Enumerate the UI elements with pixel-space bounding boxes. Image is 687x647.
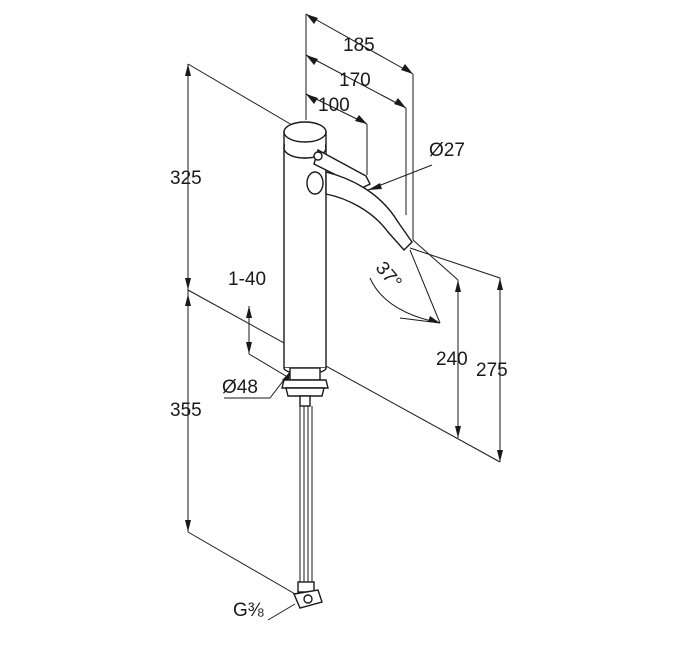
faucet-spout xyxy=(306,171,413,252)
dimension-labels: 185 170 100 Ø27 325 1-40 37° 240 275 Ø48… xyxy=(170,35,508,621)
dim-100-label: 100 xyxy=(318,95,350,116)
dim-275-label: 275 xyxy=(476,360,508,381)
faucet-lever xyxy=(313,148,371,189)
supply-hoses xyxy=(293,406,323,609)
dim-240-label: 240 xyxy=(436,349,468,370)
connection-thread-label: G⅜ xyxy=(233,600,264,621)
dim-170-label: 170 xyxy=(339,70,371,91)
dim-355-label: 355 xyxy=(170,400,202,421)
dim-185-label: 185 xyxy=(343,35,375,56)
adjust-range-label: 1-40 xyxy=(228,269,266,290)
base-diameter-label: Ø48 xyxy=(222,377,258,398)
faucet-base xyxy=(281,367,329,407)
dim-325-label: 325 xyxy=(170,168,202,189)
dimension-arrows xyxy=(185,14,503,532)
spout-diameter-label: Ø27 xyxy=(429,140,465,161)
faucet-body xyxy=(283,121,327,375)
